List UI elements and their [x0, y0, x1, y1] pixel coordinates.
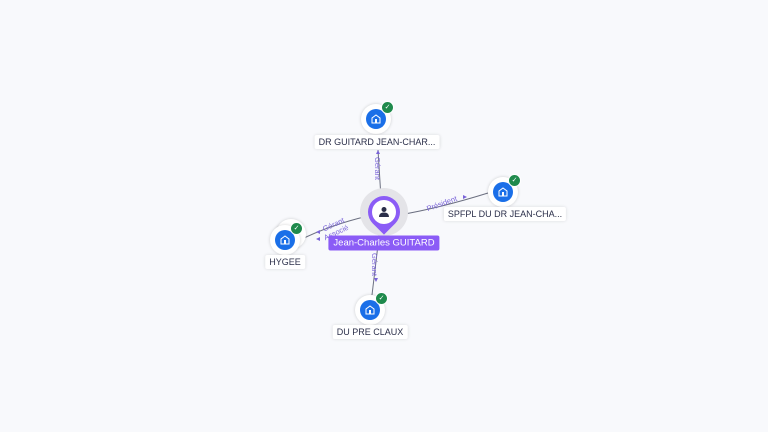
- company-label-dr-guitard[interactable]: DR GUITARD JEAN-CHAR...: [314, 135, 440, 149]
- arrow-icon: [316, 230, 320, 234]
- building-icon: [498, 187, 507, 197]
- center-node[interactable]: [361, 189, 407, 235]
- arrow-icon: [316, 237, 320, 241]
- company-label-spfpl[interactable]: SPFPL DU DR JEAN-CHA...: [443, 207, 567, 221]
- arrow-icon: [376, 150, 380, 154]
- check-badge-icon: ✓: [381, 101, 394, 114]
- check-badge-icon: ✓: [290, 222, 303, 235]
- company-label-hygee[interactable]: HYGEE: [265, 255, 305, 269]
- check-badge-icon: ✓: [375, 292, 388, 305]
- company-node-hygee[interactable]: ✓: [270, 222, 303, 255]
- edge-label-du-pre-claux: Gérant: [369, 253, 379, 276]
- check-badge-icon: ✓: [508, 174, 521, 187]
- person-icon: [379, 207, 389, 217]
- arrow-icon: [374, 278, 378, 282]
- company-node-dr-guitard[interactable]: ✓: [361, 101, 394, 134]
- building-icon: [365, 305, 374, 315]
- building-icon: [371, 114, 380, 124]
- building-icon: [280, 235, 289, 245]
- edge-label-dr-guitard: Gérant: [372, 157, 382, 180]
- center-label[interactable]: Jean-Charles GUITARD: [328, 235, 440, 251]
- company-label-du-pre-claux[interactable]: DU PRE CLAUX: [332, 325, 408, 339]
- company-node-du-pre-claux[interactable]: ✓: [355, 292, 388, 325]
- arrow-icon: [463, 195, 467, 199]
- company-node-spfpl[interactable]: ✓: [488, 174, 521, 207]
